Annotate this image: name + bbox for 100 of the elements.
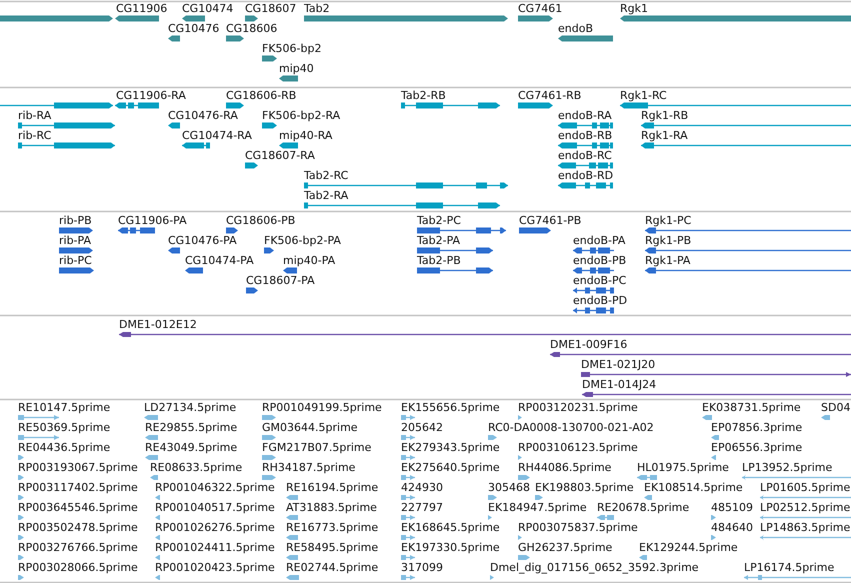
feature-label: RE10147.5prime bbox=[18, 402, 110, 414]
feature-label: rib-RA bbox=[18, 110, 52, 122]
feature-label: endoB-PC bbox=[573, 275, 626, 287]
feature-label: Rgk1-RA bbox=[641, 130, 688, 142]
feature-label: rib-PC bbox=[59, 255, 92, 267]
feature-label: Rgk1-PB bbox=[645, 235, 692, 247]
feature-label: FK506-bp2-RA bbox=[262, 110, 340, 122]
feature-label: RE16773.5prime bbox=[286, 522, 378, 534]
feature-label: RP003028066.5prime bbox=[18, 562, 138, 574]
feature-label: RC0-DA0008-130700-021-A02 bbox=[488, 422, 654, 434]
feature-label: Rgk1-PC bbox=[645, 215, 692, 227]
feature-label: 484640 bbox=[711, 522, 753, 534]
feature-label: EK197330.5prime bbox=[401, 542, 500, 554]
feature-label: RP001024411.5prime bbox=[155, 542, 275, 554]
feature-label: GH26237.5prime bbox=[518, 542, 612, 554]
feature-label: EK108514.5prime bbox=[644, 482, 743, 494]
feature-label: RP001049199.5prime bbox=[262, 402, 382, 414]
feature-label: Tab2-PC bbox=[417, 215, 461, 227]
feature-label: RP003120231.5prime bbox=[518, 402, 638, 414]
feature-label: Tab2-PB bbox=[417, 255, 461, 267]
feature-label: endoB-PA bbox=[573, 235, 626, 247]
feature-label: RP001046322.5prime bbox=[155, 482, 275, 494]
feature-label: EK279343.5prime bbox=[401, 442, 500, 454]
feature-label: rib-RC bbox=[18, 130, 52, 142]
feature-label: EK155656.5prime bbox=[401, 402, 500, 414]
feature-label: 485109 bbox=[711, 502, 753, 514]
feature-label: CG11906 bbox=[116, 3, 168, 15]
feature-label: Tab2-PA bbox=[417, 235, 460, 247]
feature-label: FGM217B07.5prime bbox=[262, 442, 372, 454]
feature-label: RP001040517.5prime bbox=[155, 502, 275, 514]
feature-label: 424930 bbox=[401, 482, 443, 494]
feature-label: mip40-PA bbox=[283, 255, 336, 267]
feature-label: Tab2-RB bbox=[401, 90, 446, 102]
feature-label: 205642 bbox=[401, 422, 443, 434]
feature-label: mip40-RA bbox=[279, 130, 332, 142]
feature-label: endoB-RB bbox=[558, 130, 612, 142]
feature-label: EK129244.5prime bbox=[639, 542, 738, 554]
feature-label: RP003117402.5prime bbox=[18, 482, 138, 494]
feature-label: LP14863.5prime bbox=[760, 522, 850, 534]
feature-label: SD04 bbox=[821, 402, 850, 414]
feature-label: CG18606-PB bbox=[226, 215, 296, 227]
feature-label: DME1-012E12 bbox=[119, 319, 197, 331]
feature-label: EK275640.5prime bbox=[401, 462, 500, 474]
feature-label: CG10476-RA bbox=[168, 110, 238, 122]
feature-label: LP13952.5prime bbox=[742, 462, 832, 474]
feature-label: LP01605.5prime bbox=[760, 482, 850, 494]
feature-label: rib-PA bbox=[59, 235, 91, 247]
feature-label: DME1-021J20 bbox=[581, 359, 656, 371]
feature-label: EK198803.5prime bbox=[535, 482, 634, 494]
feature-label: 317099 bbox=[401, 562, 443, 574]
feature-label: RE43049.5prime bbox=[145, 442, 238, 454]
feature-label: CG7461 bbox=[518, 3, 562, 15]
feature-label: CG10474-RA bbox=[182, 130, 252, 142]
feature-label: CG18607 bbox=[245, 3, 296, 15]
feature-label: RE02744.5prime bbox=[286, 562, 378, 574]
feature-label: RP003075837.5prime bbox=[518, 522, 638, 534]
feature-label: Tab2-RC bbox=[304, 170, 348, 182]
feature-label: RH44086.5prime bbox=[518, 462, 612, 474]
feature-label: Rgk1-RC bbox=[620, 90, 667, 102]
feature-label: endoB-PD bbox=[573, 295, 628, 307]
feature-label: CG18606-RB bbox=[226, 90, 296, 102]
feature-label: RE16194.5prime bbox=[286, 482, 378, 494]
feature-label: CG10476 bbox=[168, 23, 220, 35]
feature-label: RP003645546.5prime bbox=[18, 502, 138, 514]
feature-label: RE08633.5prime bbox=[150, 462, 242, 474]
feature-label: EP07856.3prime bbox=[711, 422, 802, 434]
feature-label: CG18607-PA bbox=[246, 275, 315, 287]
feature-label: EK168645.5prime bbox=[401, 522, 500, 534]
feature-label: RP003276766.5prime bbox=[18, 542, 138, 554]
feature-label: Tab2 bbox=[304, 3, 330, 15]
feature-label: HL01975.5prime bbox=[637, 462, 729, 474]
feature-label: EP06556.3prime bbox=[711, 442, 802, 454]
feature-label: RP001026276.5prime bbox=[155, 522, 275, 534]
feature-label: CG11906-RA bbox=[116, 90, 186, 102]
feature-label: Tab2-RA bbox=[304, 190, 348, 202]
feature-label: RE20678.5prime bbox=[597, 502, 690, 514]
feature-label: LD27134.5prime bbox=[144, 402, 236, 414]
feature-label: RP003106123.5prime bbox=[518, 442, 638, 454]
feature-label: CG10476-PA bbox=[168, 235, 237, 247]
feature-label: rib-PB bbox=[59, 215, 92, 227]
feature-label: 227797 bbox=[401, 502, 443, 514]
feature-label: RP003502478.5prime bbox=[18, 522, 138, 534]
feature-label: 305468 bbox=[488, 482, 530, 494]
feature-label: Rgk1 bbox=[620, 3, 648, 15]
feature-label: DME1-014J24 bbox=[582, 379, 656, 391]
feature-label: endoB-PB bbox=[573, 255, 626, 267]
feature-label: endoB-RD bbox=[558, 170, 614, 182]
feature-label: RE29855.5prime bbox=[145, 422, 238, 434]
feature-label: CG11906-PA bbox=[118, 215, 187, 227]
feature-label: Rgk1-RB bbox=[641, 110, 688, 122]
feature-label: Dmel_dig_017156_0652_3592.3prime bbox=[490, 562, 699, 574]
feature-label: RH34187.5prime bbox=[262, 462, 356, 474]
feature-label: RE58495.5prime bbox=[286, 542, 378, 554]
feature-label: AT31883.5prime bbox=[286, 502, 377, 514]
feature-label: RP003193067.5prime bbox=[18, 462, 138, 474]
feature-label: FK506-bp2-PA bbox=[264, 235, 341, 247]
feature-label: endoB-RC bbox=[558, 150, 612, 162]
feature-label: mip40 bbox=[279, 63, 314, 75]
feature-label: endoB-RA bbox=[558, 110, 612, 122]
feature-label: CG7461-PB bbox=[519, 215, 582, 227]
